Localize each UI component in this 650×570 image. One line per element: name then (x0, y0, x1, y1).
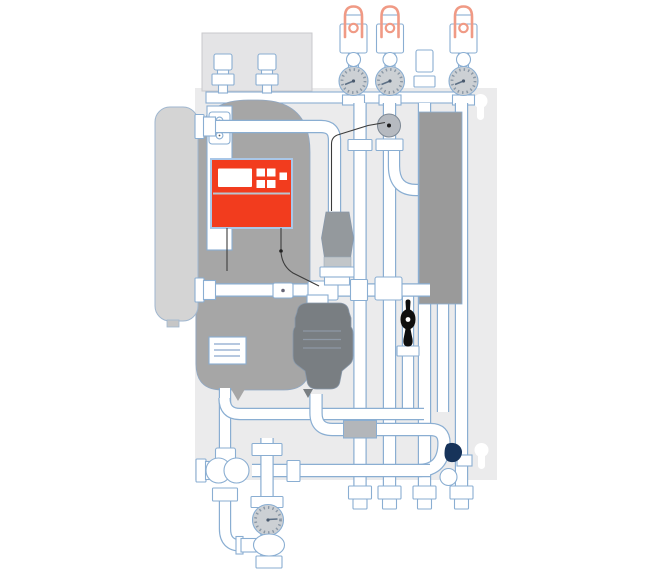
strainer-box (343, 420, 377, 439)
relief-lever-icon (343, 5, 364, 39)
tee-fitting (374, 276, 403, 301)
temperature-sensor (377, 113, 401, 138)
pipe-cap (439, 467, 458, 487)
safety-relief-valve-2 (374, 5, 406, 106)
keyhole-mount-top (473, 94, 488, 120)
wire-junction (279, 249, 283, 253)
water-meter-assembly (235, 442, 286, 569)
bolt (281, 288, 285, 293)
bottom-connection-stub-2 (377, 485, 402, 510)
drain-spout (231, 389, 245, 401)
relief-lever-icon (453, 5, 474, 39)
union-fitting (251, 442, 283, 457)
circulation-pump (292, 294, 354, 398)
bottom-connection-stub-1 (347, 485, 373, 510)
panel-led (279, 172, 287, 180)
heat-exchanger-plate (418, 111, 463, 305)
safety-relief-valve-1 (338, 5, 369, 106)
bottom-connection-stub-3 (412, 485, 437, 510)
panel-button (267, 168, 276, 177)
controller-panel (210, 158, 293, 229)
union-fitting (323, 276, 351, 286)
union-fitting (202, 279, 217, 301)
panel-buttons (256, 168, 287, 188)
motorized-valve-actuator (307, 211, 355, 301)
navy-ball-valve (439, 442, 473, 487)
union-fitting (195, 458, 207, 483)
safety-relief-valve-3 (448, 5, 479, 106)
vessel-stub (166, 319, 180, 328)
relief-lever-icon (380, 5, 400, 39)
union-fitting (211, 487, 239, 502)
pressure-gauge-2 (374, 65, 406, 97)
pump-body (292, 302, 354, 390)
valve-knob-icon (444, 442, 463, 463)
shutoff-valve-body (252, 533, 286, 557)
top-connection-stub-1 (211, 53, 235, 94)
pressure-gauge-1 (338, 65, 369, 97)
union-fitting (396, 345, 420, 357)
union-fitting (375, 138, 404, 152)
rating-label (208, 336, 247, 365)
panel-button (256, 168, 265, 177)
black-lever-ball-valve (396, 299, 420, 357)
union-fitting (255, 555, 283, 569)
top-connection-stub-2 (255, 53, 279, 94)
actuator-band (323, 256, 352, 268)
bottom-connection-stub-4 (449, 485, 474, 510)
safety-group-double-valve (205, 447, 250, 502)
pump-spout (303, 389, 313, 398)
sensor-capillary-wires (226, 121, 386, 287)
valve-lever-icon (400, 299, 416, 347)
expansion-vessel (154, 106, 199, 328)
actuator-head (321, 211, 354, 262)
union-fitting (349, 278, 369, 302)
union-fitting (286, 459, 301, 483)
sensor-capillary-wire (280, 251, 320, 287)
sensor-capillary-wire (330, 121, 386, 211)
pressure-gauge-3 (448, 65, 479, 97)
union-fitting (202, 116, 217, 137)
union-fitting (194, 113, 205, 140)
fill-stub (413, 49, 436, 88)
water-meter-dial (251, 503, 285, 537)
bottom-connection-stubs (347, 485, 474, 510)
panel-button (267, 180, 276, 188)
panel-display (218, 168, 252, 187)
union-fitting (319, 266, 355, 278)
panel-button (256, 180, 265, 188)
union-fitting (347, 138, 373, 152)
union-fitting (194, 277, 205, 303)
keyhole-mount-bottom (474, 443, 489, 469)
